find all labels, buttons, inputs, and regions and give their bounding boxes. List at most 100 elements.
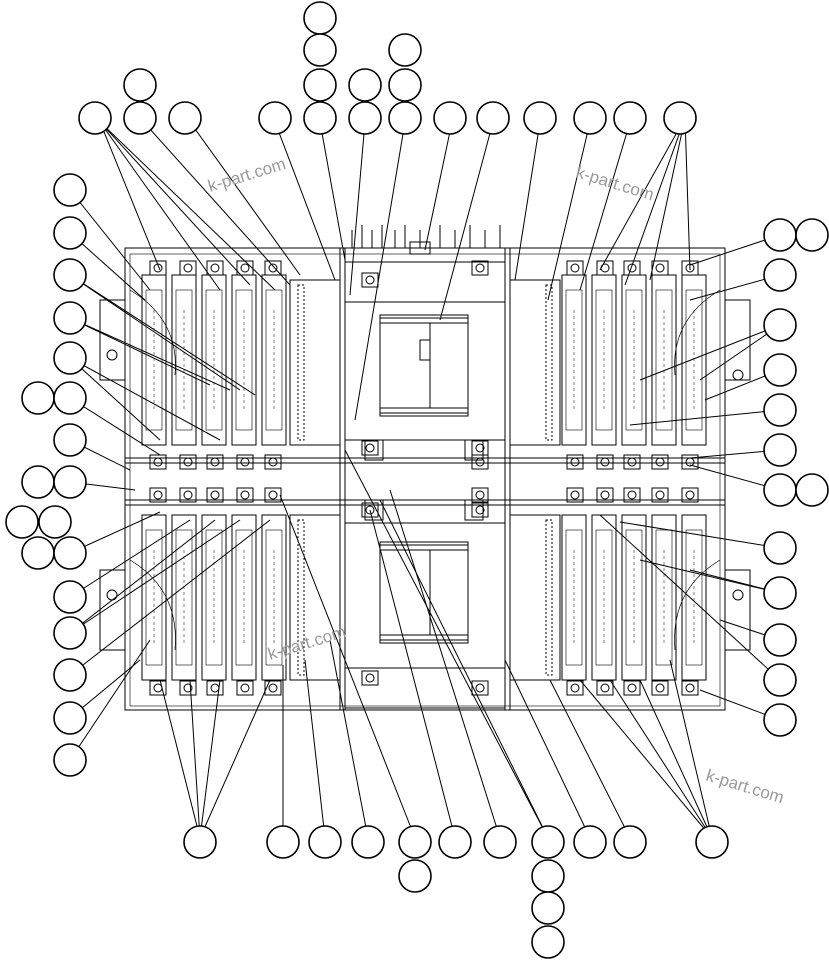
callout-balloon [53, 743, 87, 777]
callout-balloon [398, 859, 432, 893]
callout-balloon [53, 616, 87, 650]
callout-balloon [348, 101, 382, 135]
bolt-head [210, 683, 220, 693]
bolt-washer [206, 260, 224, 276]
callout-balloon [388, 68, 422, 102]
bolt-head [600, 457, 610, 467]
callout-balloon [53, 465, 87, 499]
watermark-text-2: k-part.com [574, 163, 656, 205]
callout-balloon [476, 101, 510, 135]
bolt-head [183, 490, 193, 500]
callout-balloon [483, 825, 517, 859]
module-slots [141, 274, 707, 681]
callout-balloon [303, 68, 337, 102]
bolt-washer [471, 680, 489, 696]
bolt-head [627, 263, 637, 273]
bolt-head [210, 263, 220, 273]
callout-balloon [398, 825, 432, 859]
callout-balloon [763, 703, 797, 737]
bolt-washer [361, 670, 379, 686]
driver-boards [289, 279, 561, 681]
module-inner [625, 289, 643, 431]
callout-balloon [763, 576, 797, 610]
callout-balloon [433, 101, 467, 135]
bolt-washer [566, 454, 584, 470]
bolt-washer [651, 260, 669, 276]
center-capacitors [364, 314, 484, 644]
bolt-washer [651, 680, 669, 696]
module-inner [655, 529, 673, 666]
callout-balloon [695, 825, 729, 859]
callout-balloon [303, 1, 337, 35]
bolt-washer [206, 487, 224, 503]
bolt-washer [236, 454, 254, 470]
bolt-head [475, 683, 485, 693]
bolt-head [475, 490, 485, 500]
bolt-washer [236, 680, 254, 696]
bolt-washer [149, 680, 167, 696]
callout-balloon [78, 101, 112, 135]
module-inner [565, 289, 583, 431]
bolt-washer [179, 260, 197, 276]
bolt-washer [681, 454, 699, 470]
bolt-head [600, 490, 610, 500]
callout-balloon [763, 218, 797, 252]
callout-balloon [53, 536, 87, 570]
bolt-washer [264, 680, 282, 696]
bolt-head [365, 505, 375, 515]
callout-balloon [123, 68, 157, 102]
bolt-head [655, 457, 665, 467]
callout-balloon [308, 825, 342, 859]
bolt-head [600, 683, 610, 693]
bolt-head [685, 683, 695, 693]
bolt-washer [149, 260, 167, 276]
module-inner [205, 529, 223, 666]
watermark-text-4: k-part.com [704, 766, 786, 808]
callout-balloon [258, 101, 292, 135]
bolt-head [210, 490, 220, 500]
callout-balloon [53, 381, 87, 415]
callout-balloon [573, 825, 607, 859]
bolt-washer [566, 680, 584, 696]
module-inner [685, 529, 703, 666]
callout-balloon [348, 68, 382, 102]
module-inner [175, 529, 193, 666]
bolt-washer [623, 487, 641, 503]
callout-balloon [53, 258, 87, 292]
bolt-head [240, 263, 250, 273]
module-slot [591, 514, 617, 681]
bolt-washer [149, 487, 167, 503]
callout-balloon [763, 623, 797, 657]
callout-balloon [38, 505, 72, 539]
module-slot [231, 514, 257, 681]
bolt-head [268, 263, 278, 273]
bolt-head [475, 263, 485, 273]
module-inner [265, 289, 283, 431]
bolt-washer [361, 502, 379, 518]
callout-balloon [5, 505, 39, 539]
bolt-head [655, 490, 665, 500]
module-slot [261, 514, 287, 681]
bolt-washer [471, 487, 489, 503]
callout-balloon [795, 218, 829, 252]
bolt-head [570, 490, 580, 500]
bolt-head [268, 683, 278, 693]
bolt-head [570, 683, 580, 693]
bolt-washer [566, 260, 584, 276]
callout-balloon [763, 258, 797, 292]
bolt-washer [471, 260, 489, 276]
bolt-head [240, 683, 250, 693]
callout-balloon [613, 825, 647, 859]
bolt-head [627, 683, 637, 693]
bolt-washer [471, 454, 489, 470]
callout-balloon [53, 701, 87, 735]
callout-balloon [53, 301, 87, 335]
callout-balloon [663, 101, 697, 135]
callout-balloon [531, 925, 565, 959]
callout-balloon [795, 473, 829, 507]
bolt-washer [681, 487, 699, 503]
callout-balloon [53, 341, 87, 375]
bolt-washer [596, 487, 614, 503]
bolt-head [153, 457, 163, 467]
bolt-washer [206, 680, 224, 696]
